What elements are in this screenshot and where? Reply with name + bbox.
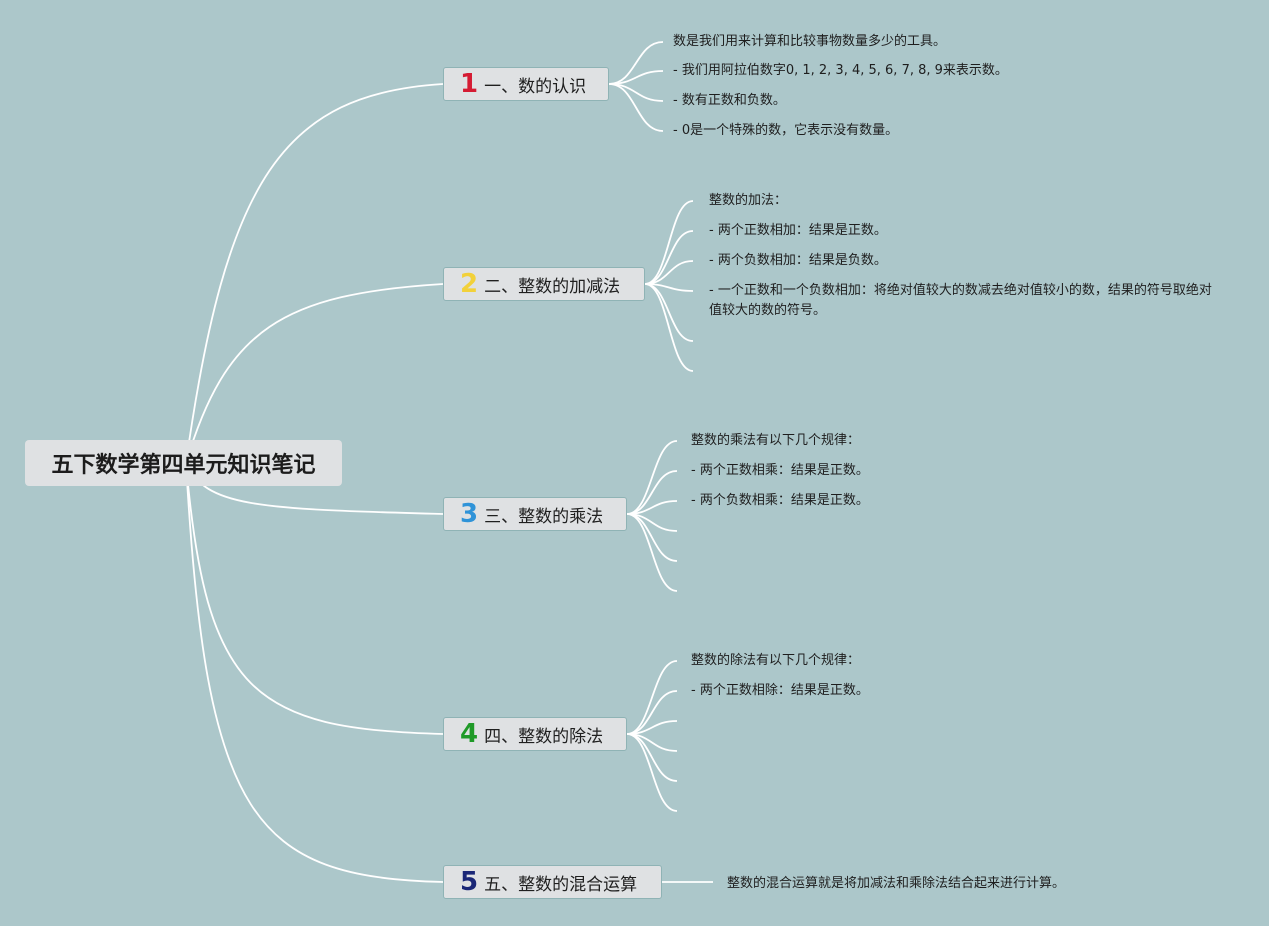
edge-topic-2-to-leaf-2 — [644, 230, 694, 285]
leaf-1-3: - 数有正数和负数。 — [673, 93, 786, 108]
leaf-4-2: - 两个正数相除：结果是正数。 — [691, 683, 869, 698]
leaf-1-4: - 0是一个特殊的数，它表示没有数量。 — [673, 123, 899, 138]
edge-topic-3-to-leaf-1 — [626, 440, 678, 515]
topic-node-2[interactable]: 2 二、整数的加减法 — [443, 267, 645, 301]
topic-label-1: 一、数的认识 — [484, 76, 587, 97]
edge-topic-3-to-leaf-6 — [626, 513, 678, 592]
number-4-icon: 4 — [460, 719, 479, 749]
leaf-2-3: - 两个负数相加：结果是负数。 — [709, 253, 887, 268]
leaf-3-1: 整数的乘法有以下几个规律： — [691, 433, 861, 448]
topic-label-4: 四、整数的除法 — [484, 726, 604, 747]
edge-topic-1-to-leaf-4 — [608, 83, 664, 132]
topic-node-1[interactable]: 1 一、数的认识 — [443, 67, 609, 101]
leaf-2-1: 整数的加法： — [709, 193, 788, 208]
leaf-2-4: - 一个正数和一个负数相加：将绝对值较大的数减去绝对值较小的数，结果的符号取绝对… — [709, 283, 1212, 318]
number-1-icon: 1 — [460, 69, 479, 99]
edge-root-to-topic-2 — [185, 283, 444, 464]
topic-node-3[interactable]: 3 三、整数的乘法 — [443, 497, 627, 531]
edge-topic-4-to-leaf-1 — [626, 660, 678, 735]
edge-topic-2-to-leaf-5 — [644, 283, 694, 342]
topic-node-5[interactable]: 5 五、整数的混合运算 — [443, 865, 662, 899]
edge-root-to-topic-1 — [185, 83, 444, 464]
edge-topic-2-to-leaf-6 — [644, 283, 694, 372]
topic-label-3: 三、整数的乘法 — [484, 506, 604, 527]
leaf-3-2: - 两个正数相乘：结果是正数。 — [691, 463, 869, 478]
number-5-icon: 5 — [460, 867, 479, 897]
number-2-icon: 2 — [460, 269, 479, 299]
number-3-icon: 3 — [460, 499, 479, 529]
root-node[interactable]: 五下数学第四单元知识笔记 — [25, 440, 342, 486]
leaf-4-1: 整数的除法有以下几个规律： — [691, 653, 861, 668]
root-title: 五下数学第四单元知识笔记 — [51, 453, 316, 478]
edge-topic-4-to-leaf-6 — [626, 733, 678, 812]
topic-node-4[interactable]: 4 四、整数的除法 — [443, 717, 627, 751]
leaf-2-2: - 两个正数相加：结果是正数。 — [709, 223, 887, 238]
leaf-5-1: 整数的混合运算就是将加减法和乘除法结合起来进行计算。 — [727, 876, 1066, 891]
leaf-3-3: - 两个负数相乘：结果是正数。 — [691, 493, 869, 508]
edge-root-to-topic-4 — [185, 462, 444, 735]
topic-label-5: 五、整数的混合运算 — [484, 874, 638, 895]
edge-topic-2-to-leaf-1 — [644, 200, 694, 285]
topic-label-2: 二、整数的加减法 — [484, 276, 621, 297]
edge-root-to-topic-5 — [185, 462, 444, 883]
leaf-1-2: - 我们用阿拉伯数字0, 1, 2, 3, 4, 5, 6, 7, 8, 9来表… — [673, 63, 1008, 78]
leaf-1-1: 数是我们用来计算和比较事物数量多少的工具。 — [673, 34, 947, 49]
